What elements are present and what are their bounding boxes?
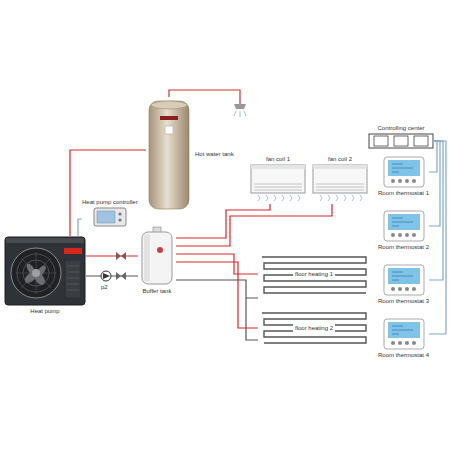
controller-illustration (93, 207, 127, 227)
hot-water-tank: Hot water tank (146, 96, 234, 212)
shower-head (234, 104, 246, 109)
fancoil-illustration (312, 164, 368, 204)
room-thermostat: Room thermostat 2 (378, 210, 429, 251)
water-pipe (176, 254, 258, 274)
pump-label: p2 (101, 283, 108, 291)
signal-wire (429, 141, 440, 226)
thermo-illustration (383, 264, 425, 296)
water-pipe (176, 204, 270, 238)
buffer-illustration (138, 226, 176, 286)
node-label: fan coil 2 (328, 155, 352, 163)
node-label: floor heating 1 (293, 270, 335, 278)
water-pipe (86, 255, 138, 256)
water-pipe (176, 204, 332, 246)
heatpump-illustration (4, 236, 86, 306)
floor-heating: floor heating 1 (258, 252, 370, 296)
room-thermostat: Room thermostat 3 (378, 264, 429, 305)
node-label: Heat pump controller (82, 198, 138, 206)
floor-heating: floor heating 2 (258, 308, 370, 348)
center-illustration (368, 133, 434, 149)
tank-illustration (146, 96, 192, 212)
shower-drops (234, 111, 246, 117)
buffer-tank: Buffer tank (138, 226, 176, 295)
room-thermostat: Room thermostat 1 (378, 156, 429, 197)
fan-coil: fan coil 1 (250, 155, 306, 204)
controller-box: Heat pump controller (82, 198, 138, 227)
room-thermostat: Room thermostat 4 (378, 318, 429, 359)
thermo-illustration (383, 156, 425, 188)
return-pipe (86, 275, 138, 276)
pump-symbol (103, 273, 110, 279)
node-label: Room thermostat 1 (378, 189, 429, 197)
pump-symbol (101, 271, 111, 281)
signal-wire (78, 219, 82, 236)
signal-wire (429, 141, 446, 334)
water-pipe (176, 262, 258, 328)
thermo-illustration (383, 210, 425, 242)
return-pipe (176, 280, 258, 340)
thermo-illustration (383, 318, 425, 350)
node-label: Hot water tank (195, 150, 234, 158)
heat-pump-unit: Heat pump (4, 236, 86, 315)
node-label: Room thermostat 3 (378, 297, 429, 305)
node-label: Heat pump (30, 307, 59, 315)
node-label: Buffer tank (143, 287, 172, 295)
node-label: Controlling center (377, 124, 424, 132)
control-center: Controlling center (368, 124, 434, 149)
node-label: fan coil 1 (266, 155, 290, 163)
signal-wire (429, 141, 443, 280)
valve-symbol (116, 272, 126, 280)
node-label: Room thermostat 2 (378, 243, 429, 251)
node-label: Room thermostat 4 (378, 351, 429, 359)
node-label: floor heating 2 (293, 324, 335, 332)
fan-coil: fan coil 2 (312, 155, 368, 204)
fancoil-illustration (250, 164, 306, 204)
water-pipe (70, 150, 146, 236)
